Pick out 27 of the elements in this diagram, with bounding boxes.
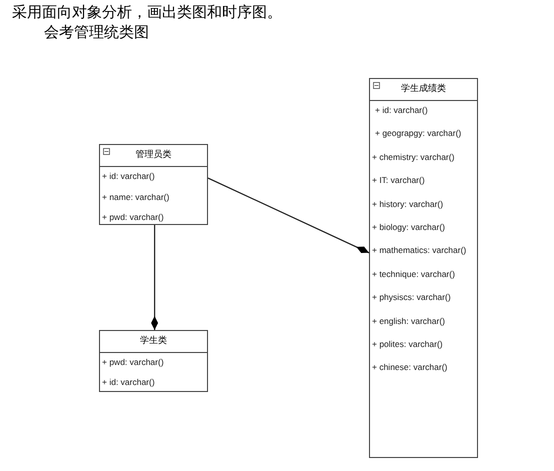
composition-line: [208, 177, 370, 254]
attribute-text: + id: varchar(): [375, 105, 428, 116]
class-box: [99, 330, 208, 392]
class-name: 管理员类: [136, 150, 172, 161]
attribute-text: + technique: varchar(): [372, 268, 455, 280]
attribute-text: + pwd: varchar(): [102, 212, 164, 223]
composition-line: [151, 225, 158, 330]
attribute-text: + polites: varchar(): [372, 339, 443, 350]
attribute-text: + geograpgy: varchar(): [375, 128, 462, 140]
class-name: 学生成绩类: [401, 84, 446, 95]
class-box: [99, 144, 208, 225]
attribute-text: + mathematics: varchar(): [372, 245, 466, 256]
attribute-text: + chemistry: varchar(): [372, 152, 454, 163]
attribute-text: + biology: varchar(): [372, 222, 445, 233]
attribute-text: + IT: varchar(): [372, 175, 425, 186]
title: 采用面向对象分析，画出类图和时序图。: [12, 3, 282, 21]
attribute-text: + id: varchar(): [102, 377, 155, 388]
attribute-text: + english: varchar(): [372, 316, 445, 327]
class-name: 学生类: [140, 336, 167, 347]
attribute-text: + name: varchar(): [102, 192, 170, 202]
attribute-text: + history: varchar(): [372, 198, 444, 210]
attribute-text: + id: varchar(): [102, 171, 155, 182]
class-box: [369, 78, 478, 458]
attribute-text: + chinese: varchar(): [372, 362, 448, 374]
subtitle: 会考管理统类图: [44, 23, 149, 41]
attribute-text: + pwd: varchar(): [102, 357, 164, 368]
attribute-text: + physiscs: varchar(): [372, 292, 451, 304]
